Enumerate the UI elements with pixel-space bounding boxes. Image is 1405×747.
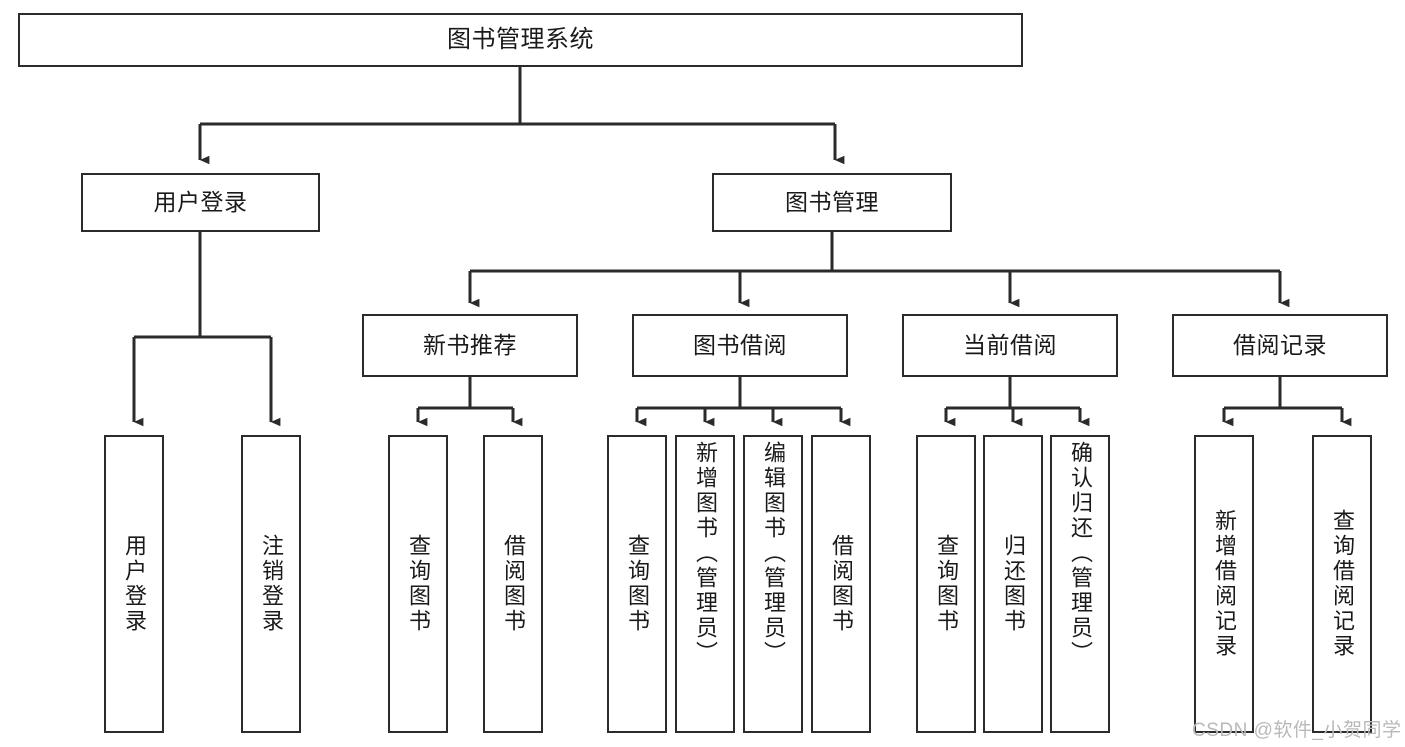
node-leaf-current-confirm-return[interactable]: 确认归还（管理员） (1050, 435, 1110, 733)
node-leaf-borrow-edit-book-label: 编辑图书（管理员） (761, 441, 786, 666)
node-borrow-record[interactable]: 借阅记录 (1172, 314, 1388, 377)
node-leaf-record-add-label: 新增借阅记录 (1212, 509, 1237, 659)
node-leaf-borrow-add-book[interactable]: 新增图书（管理员） (675, 435, 735, 733)
node-current-borrow-label: 当前借阅 (963, 331, 1057, 358)
node-leaf-user-logout[interactable]: 注销登录 (241, 435, 301, 733)
node-leaf-recommend-borrow-book-label: 借阅图书 (501, 534, 526, 634)
node-leaf-recommend-query-book[interactable]: 查询图书 (388, 435, 448, 733)
node-book-borrow-label: 图书借阅 (693, 331, 787, 358)
node-leaf-borrow-query-book[interactable]: 查询图书 (607, 435, 667, 733)
node-root[interactable]: 图书管理系统 (18, 13, 1023, 67)
node-leaf-borrow-edit-book[interactable]: 编辑图书（管理员） (743, 435, 803, 733)
node-user-login[interactable]: 用户登录 (81, 173, 320, 232)
node-book-borrow[interactable]: 图书借阅 (632, 314, 848, 377)
node-leaf-user-login-label: 用户登录 (122, 534, 147, 634)
node-leaf-recommend-borrow-book[interactable]: 借阅图书 (483, 435, 543, 733)
node-leaf-record-query-label: 查询借阅记录 (1330, 509, 1355, 659)
node-leaf-current-query-book[interactable]: 查询图书 (916, 435, 976, 733)
node-leaf-borrow-query-book-label: 查询图书 (625, 534, 650, 634)
node-leaf-borrow-lend-book-label: 借阅图书 (829, 534, 854, 634)
node-leaf-current-return-book[interactable]: 归还图书 (983, 435, 1043, 733)
node-leaf-current-query-book-label: 查询图书 (934, 534, 959, 634)
node-root-label: 图书管理系统 (447, 25, 594, 53)
node-new-book-recommendation[interactable]: 新书推荐 (362, 314, 578, 377)
node-user-login-label: 用户登录 (153, 188, 248, 215)
node-leaf-recommend-query-book-label: 查询图书 (406, 534, 431, 634)
node-leaf-record-add[interactable]: 新增借阅记录 (1194, 435, 1254, 733)
node-leaf-current-return-book-label: 归还图书 (1001, 534, 1026, 634)
node-borrow-record-label: 借阅记录 (1233, 331, 1327, 358)
node-book-manage[interactable]: 图书管理 (712, 173, 952, 232)
node-new-book-recommendation-label: 新书推荐 (423, 331, 517, 358)
node-book-manage-label: 图书管理 (785, 188, 879, 215)
node-current-borrow[interactable]: 当前借阅 (902, 314, 1118, 377)
node-leaf-current-confirm-return-label: 确认归还（管理员） (1068, 441, 1093, 666)
node-leaf-borrow-lend-book[interactable]: 借阅图书 (811, 435, 871, 733)
node-leaf-borrow-add-book-label: 新增图书（管理员） (693, 441, 718, 666)
node-leaf-user-login[interactable]: 用户登录 (104, 435, 164, 733)
node-leaf-user-logout-label: 注销登录 (259, 534, 284, 634)
node-leaf-record-query[interactable]: 查询借阅记录 (1312, 435, 1372, 733)
